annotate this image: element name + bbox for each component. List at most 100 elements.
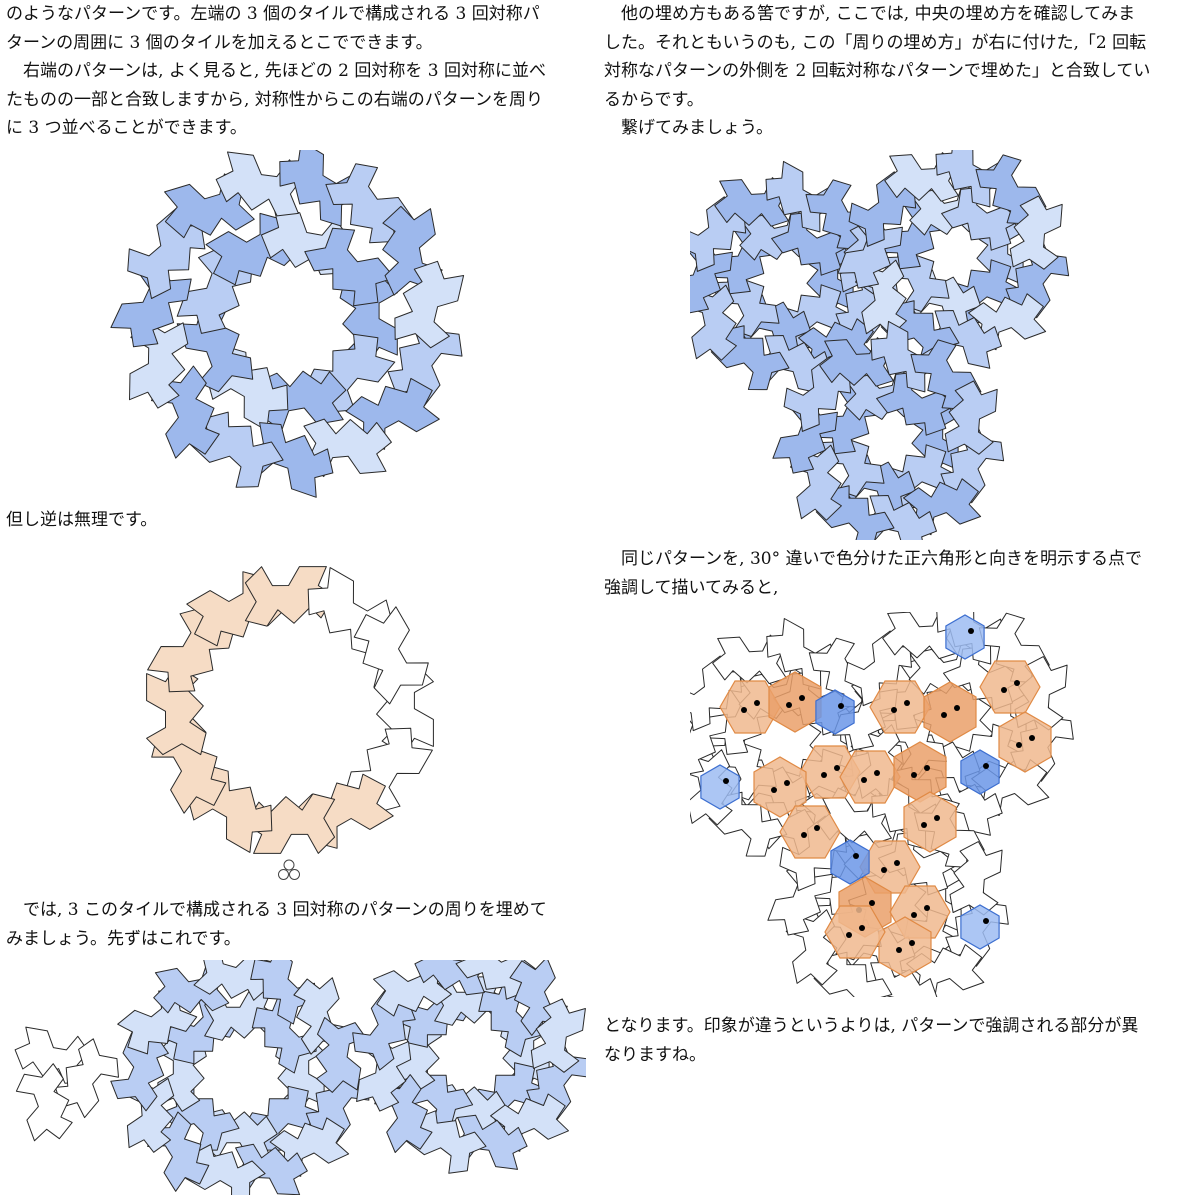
tile-shape bbox=[117, 990, 198, 1055]
orientation-dot bbox=[934, 815, 940, 821]
figure-peach-ring bbox=[146, 566, 434, 854]
orientation-dot bbox=[896, 947, 902, 953]
tile-shape bbox=[304, 227, 396, 307]
hexagon-shape bbox=[945, 614, 985, 660]
small-trefoil-icon bbox=[278, 859, 300, 880]
tile-shape bbox=[941, 186, 1022, 251]
hexagon-shape bbox=[815, 689, 855, 735]
orientation-dot bbox=[814, 825, 820, 831]
tile-shape bbox=[1009, 195, 1063, 270]
tile-shape bbox=[110, 1032, 169, 1112]
tile-shape bbox=[233, 1143, 308, 1195]
orientation-dot bbox=[821, 772, 827, 778]
figure-bottom-left-tiles bbox=[14, 960, 586, 1195]
text-line: みましょう。先ずはこれです。 bbox=[6, 928, 241, 949]
tile-shape bbox=[453, 1114, 528, 1170]
text-line: なりますね。 bbox=[604, 1044, 706, 1065]
hexagon-shape bbox=[960, 749, 1000, 795]
orientation-dot bbox=[968, 628, 974, 634]
text-line: たものの一部と合致しますから, 対称性からこの右端のパターンを周り bbox=[6, 89, 543, 110]
left-intro-paragraph: のようなパターンです。左端の 3 個のタイルで構成される 3 回対称パ ターンの… bbox=[6, 0, 576, 143]
tile-shape bbox=[356, 1037, 412, 1112]
orientation-dot bbox=[941, 712, 947, 718]
text-line: に 3 つ並べることができます。 bbox=[6, 118, 247, 138]
orientation-dot bbox=[869, 900, 875, 906]
orientation-dot bbox=[1001, 687, 1007, 693]
orientation-dot bbox=[894, 860, 900, 866]
hexagon-shape bbox=[998, 711, 1052, 773]
tile-shape bbox=[767, 862, 833, 936]
text-line: 同じパターンを, 30° 違いで色分けた正六角形と向きを明示する点で bbox=[604, 549, 1142, 569]
orientation-dot bbox=[846, 932, 852, 938]
converse-note: 但し逆は無理です。 bbox=[6, 506, 576, 535]
figure-hexagon-highlight-pattern bbox=[690, 612, 1074, 997]
tile-shape bbox=[935, 150, 1006, 208]
hexagon-shape bbox=[779, 805, 841, 859]
orientation-dot bbox=[1014, 680, 1020, 686]
tile-shape bbox=[813, 951, 893, 997]
tile-shape bbox=[279, 150, 361, 227]
highlight-intro-paragraph: 同じパターンを, 30° 違いで色分けた正六角形と向きを明示する点で 強調して描… bbox=[604, 545, 1174, 602]
orientation-dot bbox=[723, 778, 729, 784]
tile-shape bbox=[478, 978, 544, 1058]
tile-shape bbox=[949, 841, 1003, 916]
orientation-dot bbox=[921, 822, 927, 828]
tile-shape bbox=[247, 422, 334, 498]
orientation-dot bbox=[1029, 735, 1035, 741]
tile-shape bbox=[315, 1017, 367, 1093]
tile-shape bbox=[876, 371, 957, 436]
tile-shape bbox=[250, 960, 316, 1025]
tile-shape bbox=[815, 485, 895, 540]
orientation-dot bbox=[801, 832, 807, 838]
orientation-dot bbox=[838, 703, 844, 709]
tile-shape bbox=[193, 960, 271, 1001]
hexagon-shape bbox=[923, 681, 977, 743]
tile-shape bbox=[215, 151, 304, 217]
orientation-dot bbox=[983, 918, 989, 924]
text-line: のようなパターンです。左端の 3 個のタイルで構成される 3 回対称パ bbox=[6, 4, 540, 24]
hexagon-shape bbox=[768, 671, 822, 733]
orientation-dot bbox=[784, 780, 790, 786]
text-line: では, 3 このタイルで構成される 3 回対称のパターンの周りを埋めて bbox=[6, 900, 547, 920]
tile-shape bbox=[870, 320, 941, 393]
text-line: 繋げてみましょう。 bbox=[604, 118, 773, 138]
orientation-dot bbox=[983, 763, 989, 769]
other-fill-paragraph: 他の埋め方もある筈ですが, ここでは, 中央の埋め方を確認してみま した。それと… bbox=[604, 0, 1174, 143]
figure-three-fold-blue-ring bbox=[110, 150, 465, 498]
text-line: となります。印象が違うというよりは, パターンで強調される部分が異 bbox=[604, 1016, 1139, 1036]
conclusion-paragraph: となります。印象が違うというよりは, パターンで強調される部分が異 なりますね。 bbox=[604, 1012, 1174, 1069]
orientation-dot bbox=[859, 925, 865, 931]
hexagon-shape bbox=[753, 756, 807, 818]
orientation-dot bbox=[861, 777, 867, 783]
orientation-dot bbox=[909, 940, 915, 946]
hexagon-shape bbox=[700, 764, 740, 810]
orientation-dot bbox=[891, 707, 897, 713]
hexagon-shape bbox=[824, 905, 886, 959]
orientation-dot bbox=[1016, 742, 1022, 748]
text-line: 他の埋め方もある筈ですが, ここでは, 中央の埋め方を確認してみま bbox=[604, 4, 1136, 24]
text-line: るからです。 bbox=[604, 89, 704, 110]
orientation-dot bbox=[799, 695, 805, 701]
text-line: 対称なパターンの外側を 2 回転対称なパターンで埋めた」と合致してい bbox=[604, 61, 1151, 81]
text-line: 右端のパターンは, よく見ると, 先ほどの 2 回対称を 3 回対称に並べ bbox=[6, 61, 547, 81]
text-line: 強調して描いてみると, bbox=[604, 577, 779, 598]
tile-shape bbox=[837, 215, 903, 289]
orientation-dot bbox=[771, 787, 777, 793]
text-line: した。それともいうのも, この「周りの埋め方」が右に付けた,「2 回転 bbox=[604, 32, 1147, 53]
orientation-dot bbox=[924, 905, 930, 911]
tile-shape bbox=[251, 994, 317, 1074]
hexagon-shape bbox=[960, 904, 1000, 950]
orientation-dot bbox=[954, 705, 960, 711]
tile-shape bbox=[771, 211, 852, 276]
tile-shape bbox=[15, 1063, 73, 1142]
figure-connected-blue-pattern bbox=[690, 150, 1070, 540]
hexagon-shape bbox=[830, 839, 870, 885]
tile-shape bbox=[185, 1144, 266, 1195]
orientation-dot bbox=[881, 867, 887, 873]
hexagon-shape bbox=[719, 680, 781, 734]
surround-intro-paragraph: では, 3 このタイルで構成される 3 回対称のパターンの周りを埋めて みましょ… bbox=[6, 896, 576, 953]
tile-shape bbox=[147, 1111, 210, 1192]
orientation-dot bbox=[741, 707, 747, 713]
orientation-dot bbox=[874, 770, 880, 776]
orientation-dot bbox=[911, 772, 917, 778]
